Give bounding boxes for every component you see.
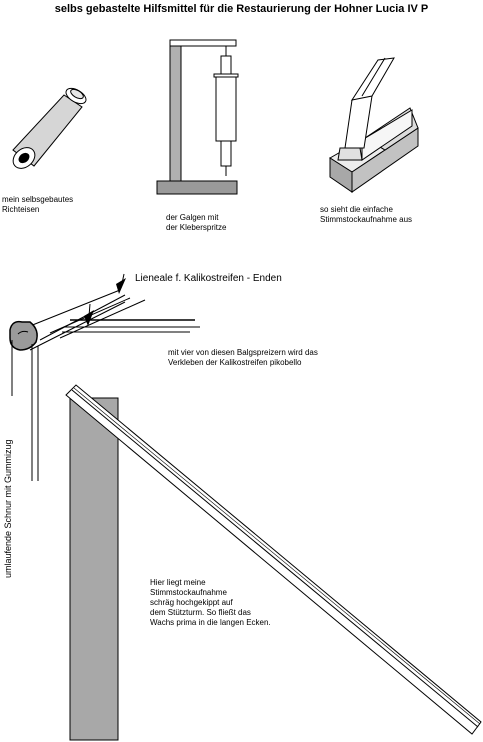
richteisen-drawing bbox=[12, 87, 87, 169]
page-title: selbs gebastelte Hilfsmittel für die Res… bbox=[54, 3, 429, 15]
hierliegt-label-line-4: dem Stützturm. So fließt das bbox=[150, 608, 251, 617]
hierliegt-label-line-5: Wachs prima in die langen Ecken. bbox=[150, 618, 271, 627]
hierliegt-label-line-3: schräg hochgekippt auf bbox=[150, 598, 233, 607]
galgen-drawing bbox=[156, 39, 239, 195]
hierliegt-label: Hier liegt meine Stimmstockaufnahme schr… bbox=[150, 578, 271, 628]
galgen-label: der Galgen mit der Kleberspritze bbox=[166, 213, 226, 233]
richteisen-label: mein selbsgebautes Richteisen bbox=[2, 195, 73, 215]
hierliegt-label-line-2: Stimmstockaufnahme bbox=[150, 588, 227, 597]
stimmstock-label-line-1: so sieht die einfache bbox=[320, 205, 393, 214]
schnur-label: umlaufende Schnur mit Gummizug bbox=[3, 439, 13, 578]
stimmstock-label: so sieht die einfache Stimmstockaufnahme… bbox=[320, 205, 412, 225]
stuetzturm-drawing bbox=[65, 384, 482, 741]
richteisen-label-line-2: Richteisen bbox=[2, 205, 40, 214]
stimmstock-drawing bbox=[329, 57, 419, 193]
galgen-label-line-2: der Kleberspritze bbox=[166, 223, 227, 232]
hierliegt-label-line-1: Hier liegt meine bbox=[150, 578, 206, 587]
balgspreizer-label: mit vier von diesen Balgspreizern wird d… bbox=[168, 348, 318, 368]
richteisen-label-line-1: mein selbsgebautes bbox=[2, 195, 74, 204]
stimmstock-label-line-2: Stimmstockaufnahme aus bbox=[320, 215, 413, 224]
galgen-label-line-1: der Galgen mit bbox=[166, 213, 219, 222]
balgspreizer-label-line-1: mit vier von diesen Balgspreizern wird d… bbox=[168, 348, 318, 357]
balgspreizer-label-line-2: Verkleben der Kalikostreifen pikobello bbox=[168, 358, 302, 367]
lineal-drawing bbox=[9, 273, 200, 481]
lieneale-label: Lieneale f. Kalikostreifen - Enden bbox=[135, 273, 282, 284]
